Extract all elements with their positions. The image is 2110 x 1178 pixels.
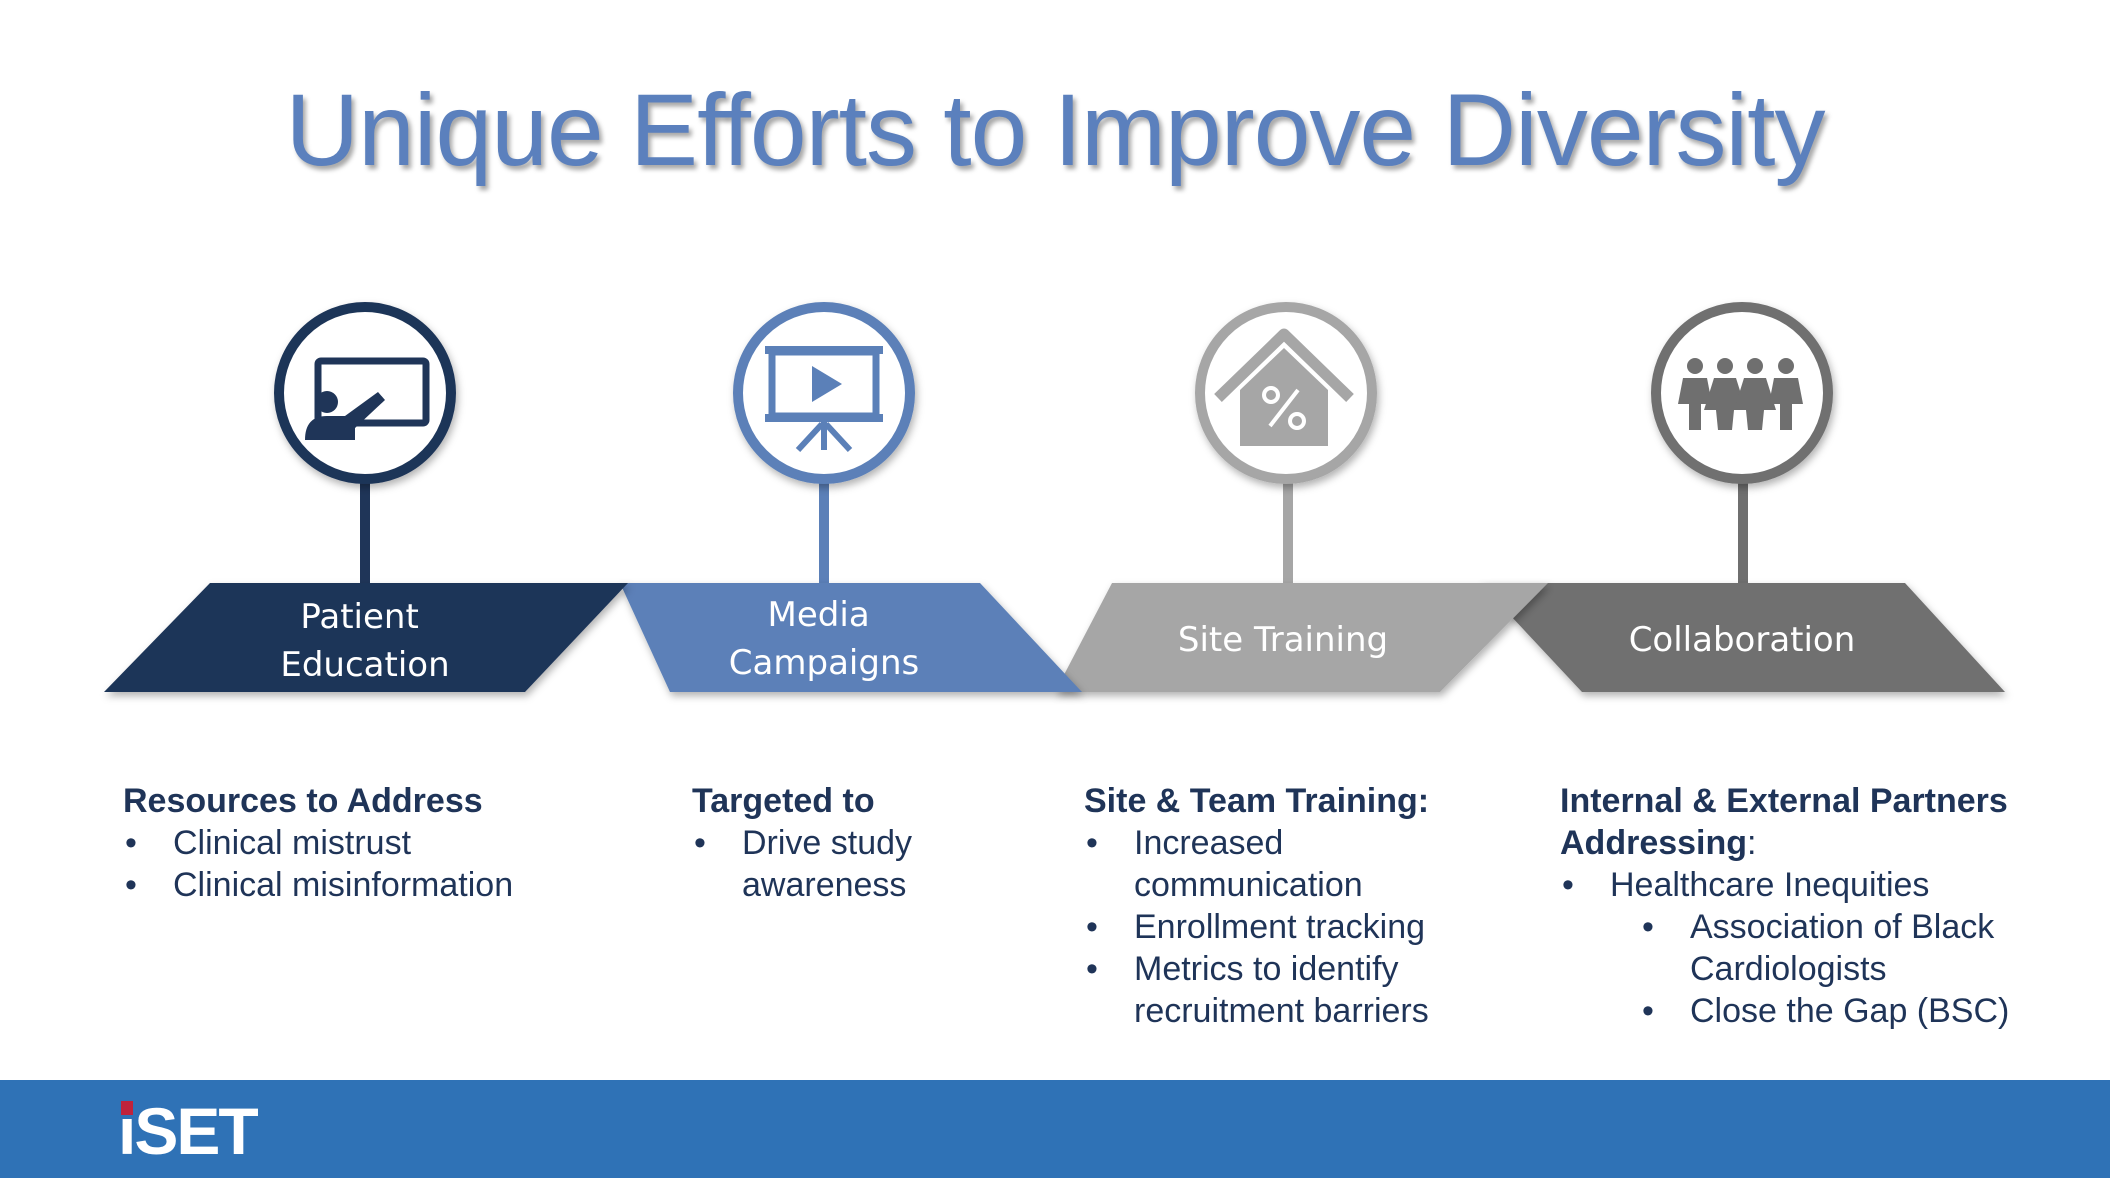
step-label-patient-education: Patient Education (280, 597, 449, 685)
footer-bar (0, 1080, 2110, 1178)
list-item: Increased communication (1084, 822, 1394, 906)
bullet-list: Increased communication Enrollment track… (1084, 822, 1484, 1032)
bullet-list: Healthcare Inequities Association of Bla… (1560, 864, 2060, 1032)
house-percent-icon (1214, 328, 1354, 446)
list-item: Healthcare Inequities (1560, 864, 2060, 906)
timeline-diagram: Patient Education Media Campaigns Site T… (104, 302, 2005, 692)
list-item: Clinical misinformation (123, 864, 563, 906)
list-item: Clinical mistrust (123, 822, 563, 864)
details-collaboration: Internal & External Partners Addressing:… (1560, 780, 2060, 1032)
details-heading: Site & Team Training: (1084, 782, 1430, 820)
list-item: Enrollment tracking (1084, 906, 1484, 948)
stem-4 (1738, 470, 1748, 585)
bullet-list: Clinical mistrust Clinical misinformatio… (123, 822, 563, 906)
iset-logo: iSET (118, 1094, 259, 1168)
details-heading-line-2: Addressing: (1560, 824, 1757, 862)
details-media-campaigns: Targeted to Drive study awareness (692, 780, 922, 906)
step-label-site-training: Site Training (1178, 620, 1388, 660)
details-patient-education: Resources to Address Clinical mistrust C… (123, 780, 563, 906)
band-segment-patient-education (104, 583, 628, 692)
list-item: Metrics to identify recruitment barriers (1084, 948, 1474, 1032)
details-site-training: Site & Team Training: Increased communic… (1084, 780, 1484, 1032)
list-item: Drive study awareness (692, 822, 922, 906)
people-group-icon (1678, 358, 1803, 430)
band-segment-collaboration (1480, 583, 2005, 692)
presentation-teacher-icon (305, 357, 430, 440)
band-segment-site-training (1055, 583, 1548, 692)
bullet-list: Drive study awareness (692, 822, 922, 906)
page-title: Unique Efforts to Improve Diversity (285, 73, 1825, 187)
details-heading: Internal & External Partners (1560, 782, 2008, 820)
sub-list-item: Close the Gap (BSC) (1640, 990, 2060, 1032)
stem-1 (360, 470, 370, 585)
details-heading: Resources to Address (123, 782, 483, 820)
stem-3 (1283, 470, 1293, 585)
step-label-media-campaigns: Media Campaigns (729, 595, 919, 683)
logo-accent-mark (121, 1101, 133, 1115)
sub-list-item: Association of Black Cardiologists (1640, 906, 2010, 990)
projector-screen-play-icon (765, 346, 883, 453)
step-label-collaboration: Collaboration (1629, 620, 1856, 660)
details-heading: Targeted to (692, 782, 875, 820)
band-segment-media-campaigns (620, 583, 1082, 692)
stem-2 (819, 470, 829, 585)
